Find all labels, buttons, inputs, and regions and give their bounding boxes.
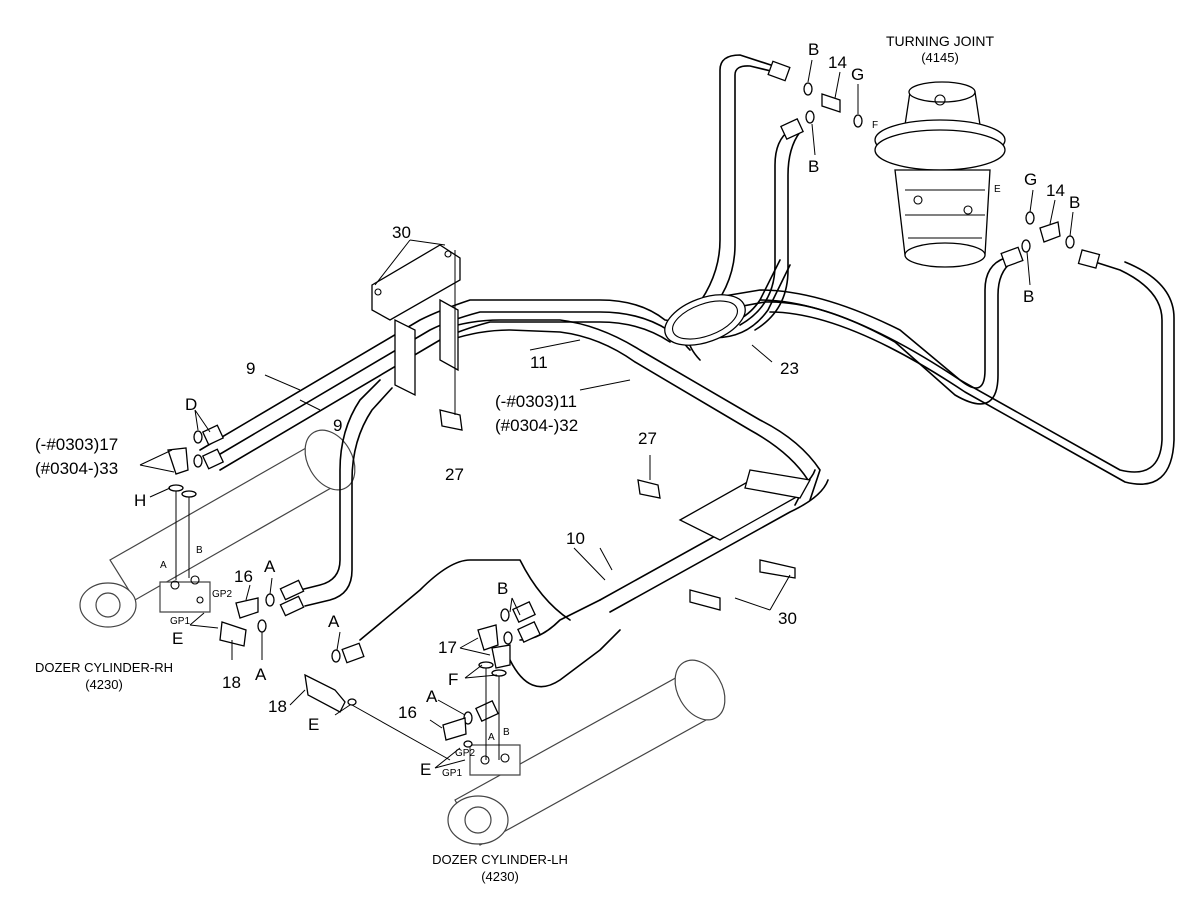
label-g-2: G [1024,170,1037,189]
rh-port-a: A [160,560,167,571]
label-b-1: B [808,40,819,59]
label-e-lh-2: E [420,760,431,779]
labels: TURNING JOINT (4145) F E B 14 G B G 14 B… [35,33,1080,884]
leader-lines [139,59,1074,769]
turning-joint-code: (4145) [921,50,959,65]
label-d: D [185,395,197,414]
dozer-cylinder-lh [447,659,726,846]
label-14-1: 14 [828,53,847,72]
dozer-rh-code: (4230) [85,677,123,692]
label-16-rh: 16 [234,567,253,586]
hose-bundle [199,54,1175,688]
label-33-variant: (#0304-)33 [35,459,118,478]
label-27-upper: 27 [445,465,464,484]
label-e-rh: E [172,629,183,648]
label-g-1: G [851,65,864,84]
label-18-rh: 18 [222,673,241,692]
lh-port-b: B [503,727,510,738]
label-11: 11 [530,353,548,372]
lh-port-gp2: GP2 [455,748,475,759]
label-a-rh-1: A [264,557,276,576]
label-b-2: B [808,157,819,176]
rh-port-gp2: GP2 [212,589,232,600]
lh-port-gp1: GP1 [442,768,462,779]
bracket-30-lower [678,469,812,611]
label-32-variant: (#0304-)32 [495,416,578,435]
lh-port-a: A [488,732,495,743]
label-27-lower: 27 [638,429,657,448]
label-11-variant: (-#0303)11 [495,392,577,411]
label-b-lh: B [497,579,508,598]
label-10: 10 [566,529,585,548]
fittings [167,60,1101,748]
label-18-lh: 18 [268,697,287,716]
label-9-lower: 9 [333,416,342,435]
label-f-lh: F [448,670,458,689]
label-h: H [134,491,146,510]
label-9-upper: 9 [246,359,255,378]
turning-joint-port-f: F [872,120,878,131]
rh-port-gp1: GP1 [170,616,190,627]
dozer-rh-title: DOZER CYLINDER-RH [35,660,173,675]
rh-port-b: B [196,545,203,556]
label-b-4: B [1023,287,1034,306]
bracket-30-upper [371,244,461,397]
label-b-3: B [1069,193,1080,212]
dozer-lh-title: DOZER CYLINDER-LH [432,852,568,867]
label-e-lh-1: E [308,715,319,734]
clamp-23 [664,294,746,346]
label-17-lh: 17 [438,638,457,657]
turning-joint [874,81,1006,268]
turning-joint-port-e: E [994,184,1001,195]
label-17-variant: (-#0303)17 [35,435,118,454]
label-30-upper: 30 [392,223,411,242]
label-30-lower: 30 [778,609,797,628]
turning-joint-title: TURNING JOINT [886,33,995,49]
label-23: 23 [780,359,799,378]
label-a-rh-2: A [255,665,267,684]
label-14-2: 14 [1046,181,1065,200]
label-a-lh-1: A [328,612,340,631]
label-a-lh-2: A [426,687,438,706]
dozer-lh-code: (4230) [481,869,519,884]
label-16-lh: 16 [398,703,417,722]
